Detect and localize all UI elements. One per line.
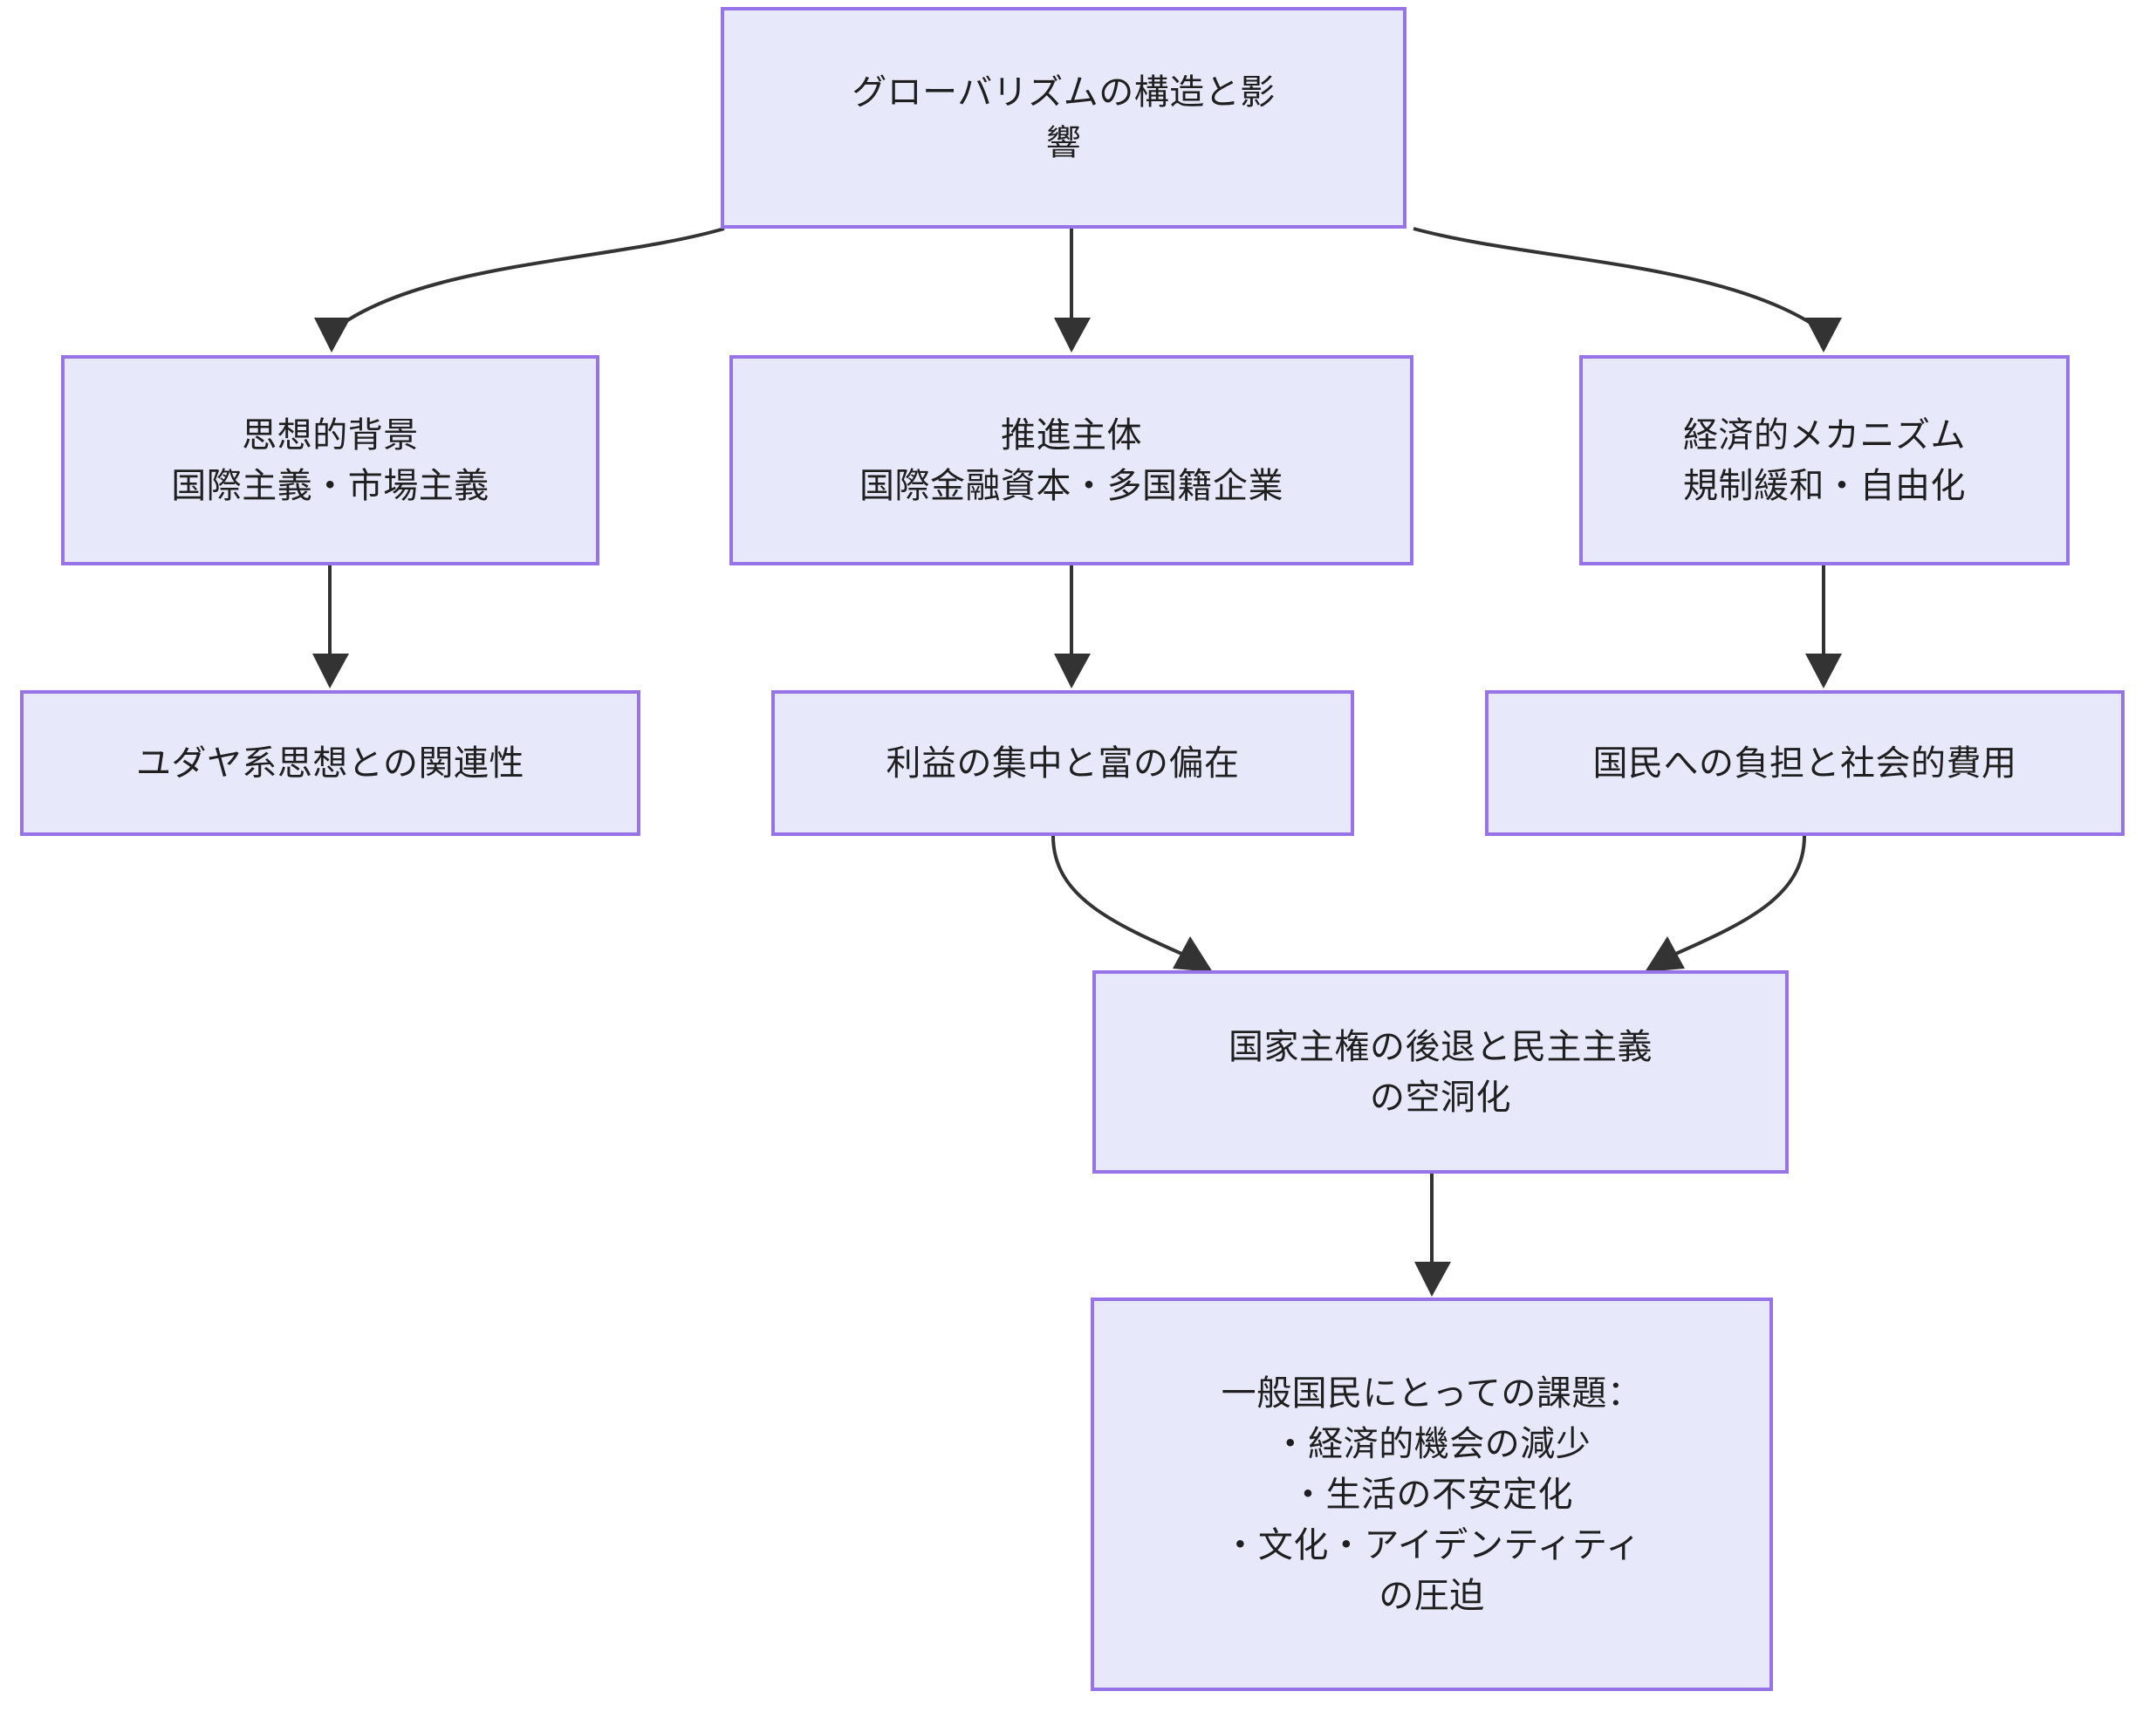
node-actors[interactable]: 推進主体 国際金融資本・多国籍企業 [729, 355, 1413, 565]
node-burden[interactable]: 国民への負担と社会的費用 [1485, 690, 2125, 836]
edge-mechanism-to-burden [1805, 565, 1842, 688]
node-ideology[interactable]: 思想的背景 国際主義・市場主義 [61, 355, 599, 565]
node-jewish[interactable]: ユダヤ系思想との関連性 [20, 690, 640, 836]
edge-root-to-mechanism [1413, 227, 1842, 353]
edge-sovereignty-to-citizens [1414, 1174, 1451, 1297]
edge-root-to-ideology [314, 227, 725, 353]
node-citizens[interactable]: 一般国民にとっての課題： ・経済的機会の減少 ・生活の不安定化 ・文化・アイデン… [1091, 1298, 1773, 1691]
edge-actors-to-profit [1054, 565, 1091, 688]
edge-burden-to-sovereignty [1645, 835, 1806, 972]
node-profit[interactable]: 利益の集中と富の偏在 [771, 690, 1354, 836]
node-mechanism[interactable]: 経済的メカニズム 規制緩和・自由化 [1579, 355, 2070, 565]
edge-ideology-to-jewish [312, 565, 349, 688]
node-sovereignty[interactable]: 国家主権の後退と民主主義 の空洞化 [1092, 970, 1789, 1174]
edge-root-to-actors [1054, 229, 1091, 353]
node-root[interactable]: グローバリズムの構造と影 響 [721, 7, 1407, 229]
edge-profit-to-sovereignty [1051, 835, 1213, 972]
